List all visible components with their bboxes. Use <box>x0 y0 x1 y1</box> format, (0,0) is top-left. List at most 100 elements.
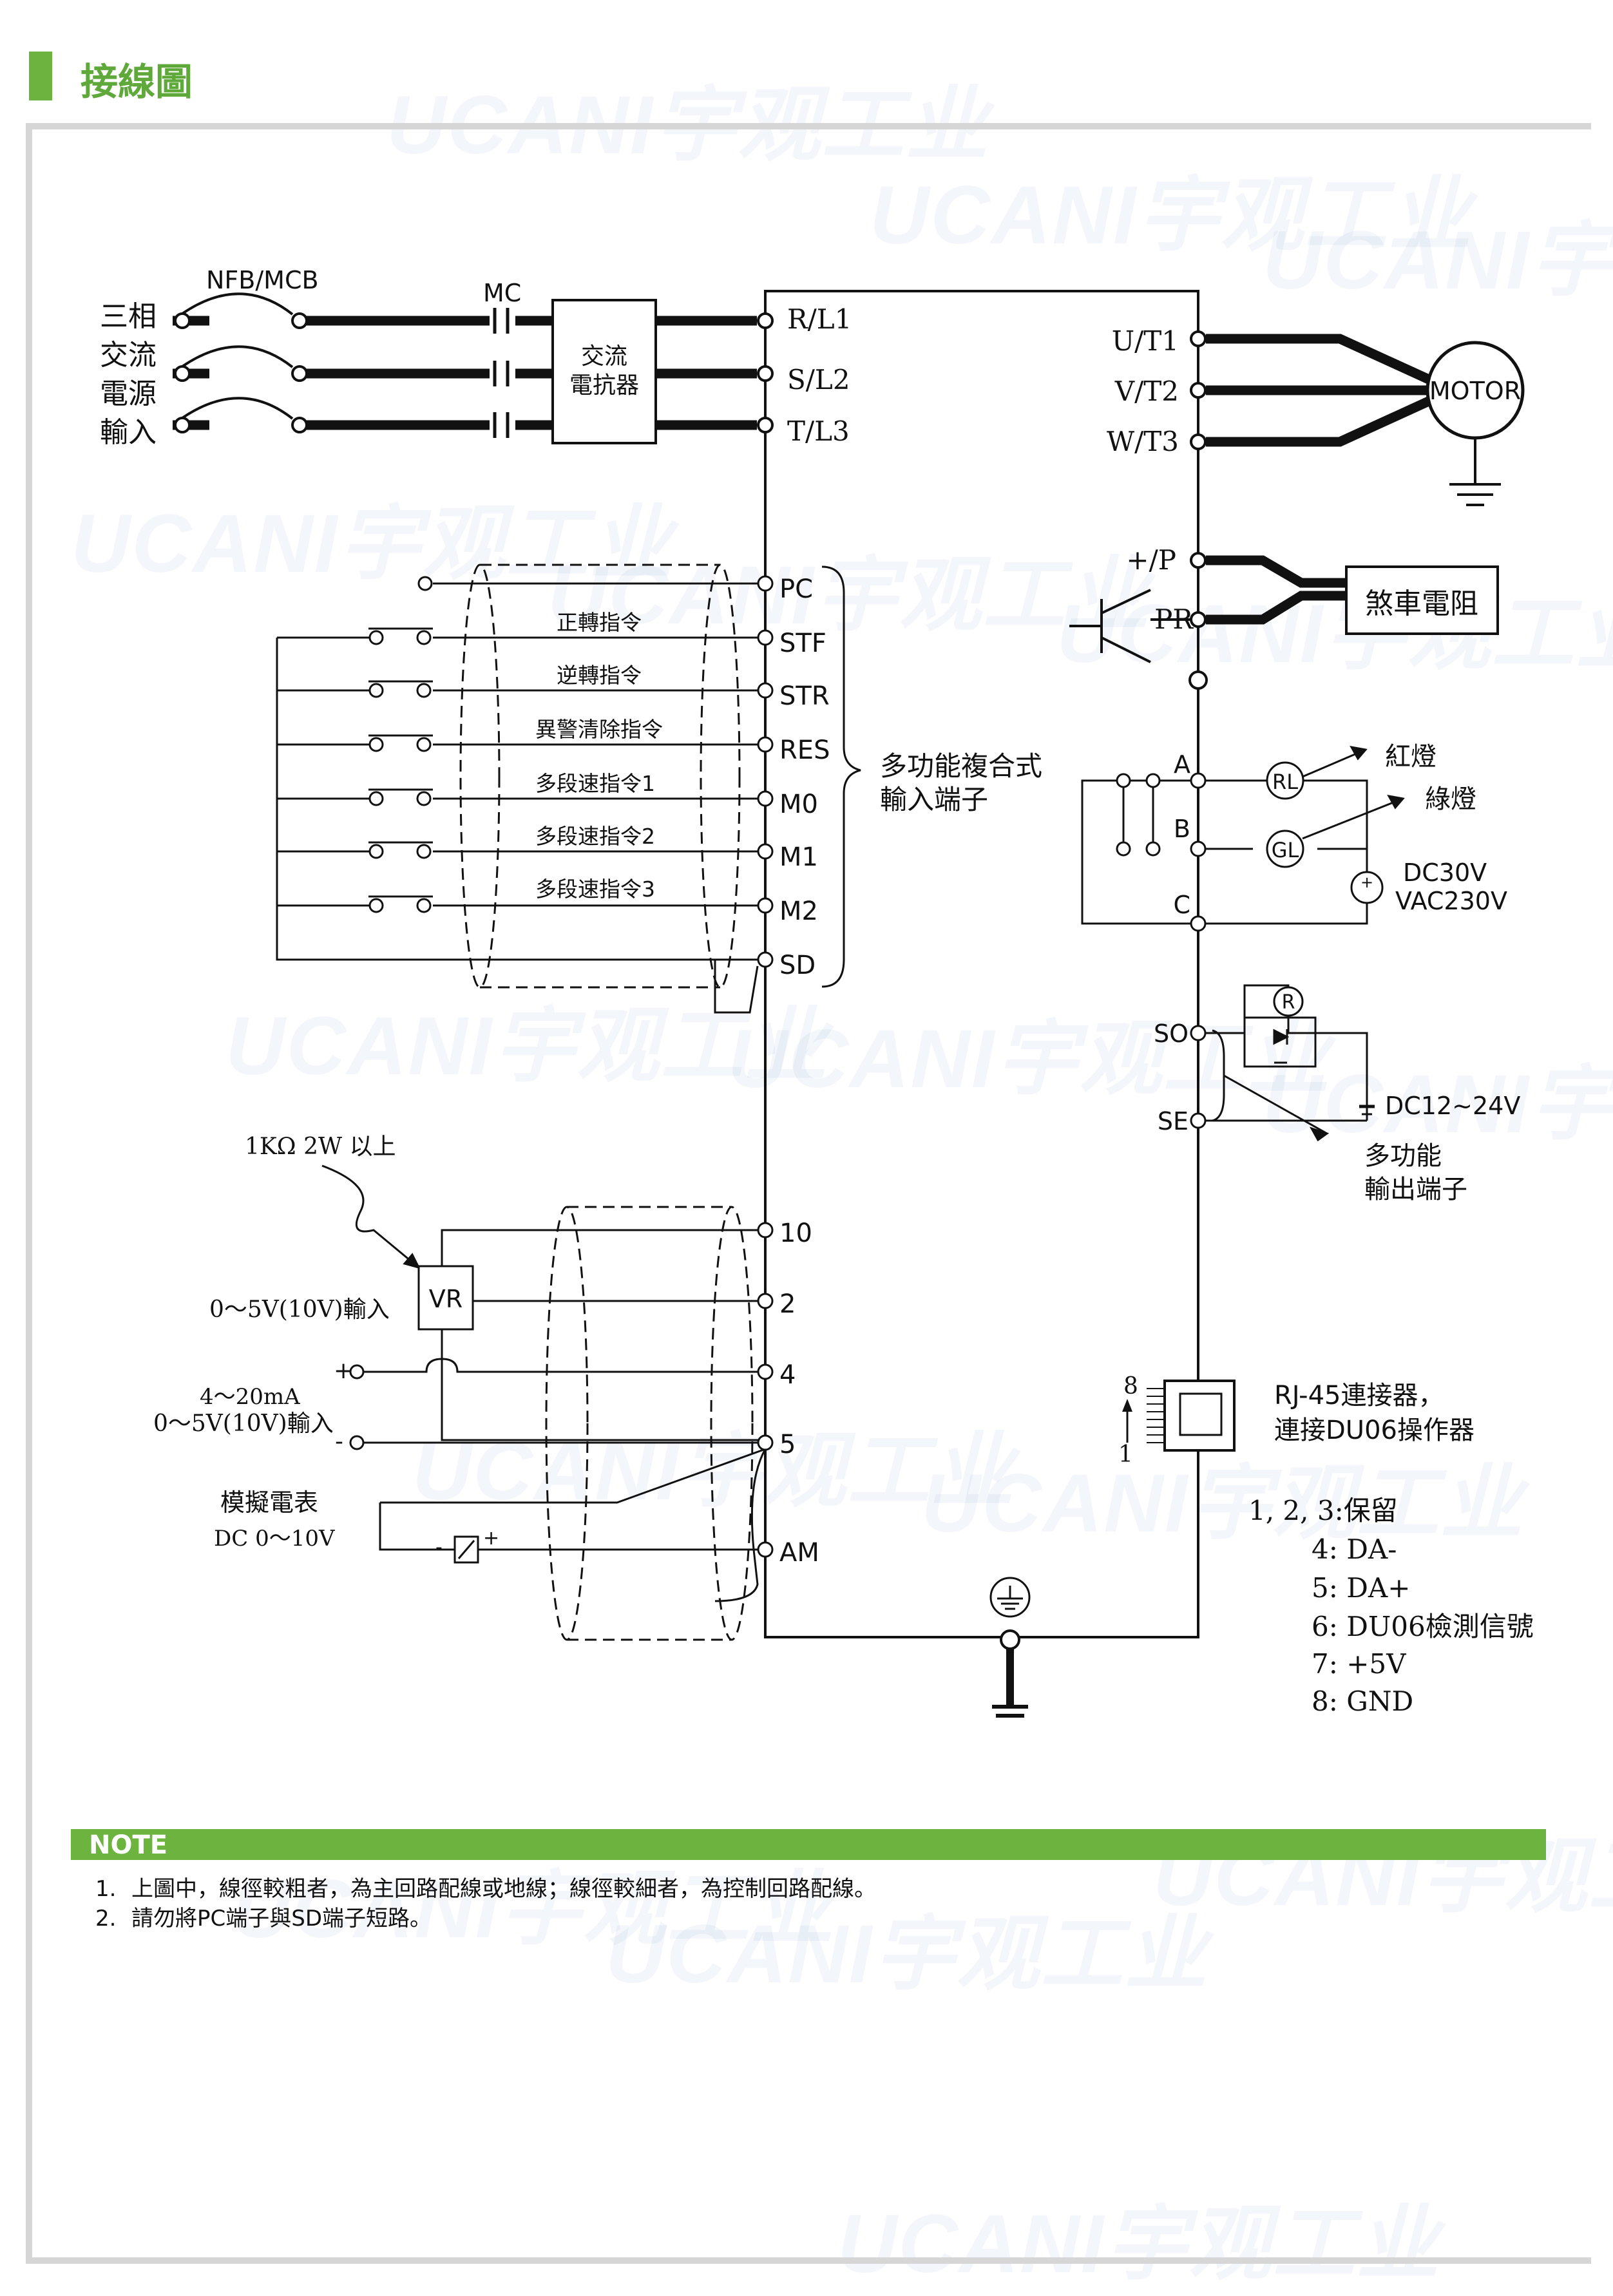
terminal-str: STR <box>779 681 830 711</box>
meter-label: DC 0～10V <box>214 1526 336 1551</box>
current-input-label: 4～20mA <box>200 1384 300 1410</box>
watermark: UCANI宇观工业 <box>71 498 674 590</box>
meter-needle <box>457 1540 475 1559</box>
rj45-pin-desc: 8: GND <box>1312 1685 1413 1717</box>
red-lamp <box>1266 761 1304 800</box>
terminal-2: 2 <box>779 1289 796 1319</box>
terminal-m2: M2 <box>779 897 818 926</box>
brake-resistor-box <box>1345 565 1499 635</box>
oc-output-label: 多功能 <box>1364 1141 1442 1171</box>
ground-icon <box>1449 438 1501 506</box>
power-input-label: 電源 <box>100 377 157 410</box>
meter-minus: - <box>435 1536 443 1559</box>
output-terminal-dots <box>1190 330 1207 450</box>
green-lamp <box>1266 830 1304 868</box>
minus-sign: - <box>335 1428 343 1455</box>
rj45-pins <box>1147 1388 1165 1443</box>
rj45-pin-desc: 7: +5V <box>1312 1648 1406 1680</box>
brake-terminal-dots <box>1188 552 1208 690</box>
motor-label: MOTOR <box>1429 377 1521 405</box>
terminal-stf: STF <box>779 629 826 658</box>
switch-contacts <box>368 576 433 913</box>
contactor-label: MC <box>483 279 521 307</box>
resistor-note: 1KΩ 2W 以上 <box>245 1134 396 1160</box>
rj45-pin-top: 8 <box>1123 1373 1138 1399</box>
rj45-label: RJ-45連接器， <box>1274 1381 1444 1410</box>
relay-supply-label: VAC230V <box>1395 887 1507 915</box>
shield-ellipses <box>459 564 741 989</box>
ac-reactor-box <box>551 299 657 444</box>
current-input-minus-dot <box>349 1435 365 1450</box>
note-text: 上圖中，線徑較粗者，為主回路配線或地線；線徑較細者，為控制回路配線。 <box>131 1876 876 1902</box>
frame-line <box>26 123 1591 2264</box>
terminal-r: R/L1 <box>787 303 852 335</box>
rj45-pin-desc: 1, 2, 3:保留 <box>1248 1495 1398 1526</box>
command-label: 多段速指令3 <box>535 877 655 902</box>
brake-resistor-label: 煞車電阻 <box>1365 587 1478 620</box>
watermark: UCANI宇观工业 <box>232 1863 835 1955</box>
green-lamp-label: 綠燈 <box>1425 784 1476 814</box>
terminal-w: W/T3 <box>1107 426 1179 457</box>
power-input-wires <box>173 316 757 430</box>
terminal-t: T/L3 <box>787 415 850 447</box>
meter-label: 模擬電表 <box>220 1488 318 1517</box>
terminal-a: A <box>1174 750 1190 779</box>
rj45-pin-desc: 5: DA+ <box>1312 1572 1410 1604</box>
current-input-label: 0～5V(10V)輸入 <box>153 1410 334 1437</box>
power-input-label: 輸入 <box>100 416 157 449</box>
oc-terminal-dots <box>1190 1025 1207 1129</box>
current-input-plus-dot <box>349 1364 365 1380</box>
brake-wires <box>1206 555 1346 625</box>
terminal-am: AM <box>779 1538 819 1568</box>
input-group-brace <box>821 565 861 988</box>
terminal-sd: SD <box>779 951 816 980</box>
chassis-ground-icon <box>989 1577 1031 1618</box>
terminal-m1: M1 <box>779 842 818 872</box>
watermark: UCANI宇观工业 <box>1263 214 1613 307</box>
rj45-label: 連接DU06操作器 <box>1274 1416 1475 1445</box>
red-lamp-symbol: RL <box>1272 770 1298 794</box>
section-title: 接線圖 <box>81 60 193 104</box>
rj45-pin-desc: 6: DU06檢測信號 <box>1312 1611 1534 1642</box>
watermark: UCANI宇观工业 <box>1056 588 1613 680</box>
power-input-label: 交流 <box>100 339 157 372</box>
note-number: 1. <box>95 1876 117 1902</box>
input-group-label: 多功能複合式 <box>880 750 1042 782</box>
note-item: 2. 請勿將PC端子與SD端子短路。 <box>95 1904 876 1933</box>
vr-label: VR <box>429 1285 463 1313</box>
terminal-res: RES <box>779 735 830 765</box>
watermark: UCANI宇观工业 <box>870 169 1473 261</box>
terminal-so: SO <box>1154 1020 1188 1048</box>
power-input-label: 三相 <box>100 300 157 333</box>
relay-supply-label: DC30V <box>1403 859 1487 887</box>
terminal-u: U/T1 <box>1112 325 1179 357</box>
note-number: 2. <box>95 1906 117 1931</box>
terminal-10: 10 <box>779 1219 812 1248</box>
contactor-symbols <box>493 308 510 438</box>
vr-box <box>417 1265 474 1331</box>
oc-output-label: 輸出端子 <box>1364 1175 1467 1204</box>
ac-reactor-label: 交流 <box>581 343 627 370</box>
terminal-s: S/L2 <box>787 364 850 395</box>
digital-terminal-dots <box>757 575 774 968</box>
watermark: UCANI宇观工业 <box>921 1457 1524 1550</box>
terminal-pc: PC <box>779 574 813 604</box>
terminal-4: 4 <box>779 1360 796 1390</box>
earth-ground-icon <box>992 1629 1028 1718</box>
red-lamp-label: 紅燈 <box>1385 742 1436 772</box>
terminal-5: 5 <box>779 1430 796 1459</box>
rj45-pin-bottom: 1 <box>1118 1441 1133 1468</box>
motor-wires <box>1206 334 1433 447</box>
analog-shield-ellipses <box>545 1206 754 1641</box>
analog-terminal-dots <box>757 1222 774 1558</box>
terminal-v: V/T2 <box>1114 375 1179 407</box>
command-label: 正轉指令 <box>557 610 642 635</box>
meter-plus: + <box>483 1527 499 1550</box>
terminal-se: SE <box>1158 1107 1188 1135</box>
breaker-contacts <box>174 292 308 433</box>
note-text: 請勿將PC端子與SD端子短路。 <box>131 1906 432 1931</box>
rj45-pin-desc: 4: DA- <box>1312 1533 1397 1565</box>
green-lamp-symbol: GL <box>1272 838 1299 862</box>
terminal-p: +/P <box>1126 544 1176 576</box>
relay-supply-icon <box>1350 871 1384 904</box>
